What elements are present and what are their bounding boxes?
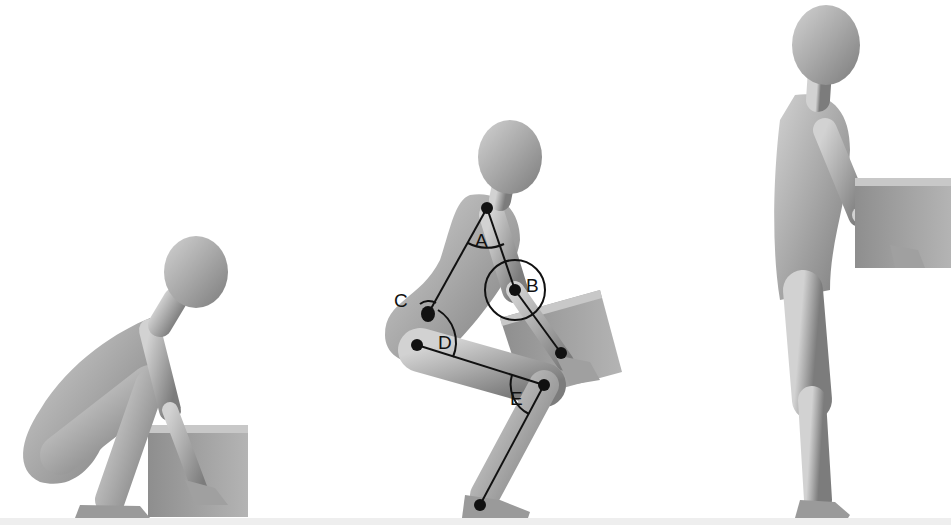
angle-label: B — [526, 276, 539, 295]
squatting-figure — [23, 236, 248, 518]
angle-label: E — [510, 389, 523, 408]
angle-label: D — [438, 333, 452, 352]
mid-lift-figure — [385, 120, 622, 518]
angle-label: C — [394, 291, 408, 310]
angle-label: A — [475, 231, 488, 250]
standing-figure — [774, 5, 951, 518]
